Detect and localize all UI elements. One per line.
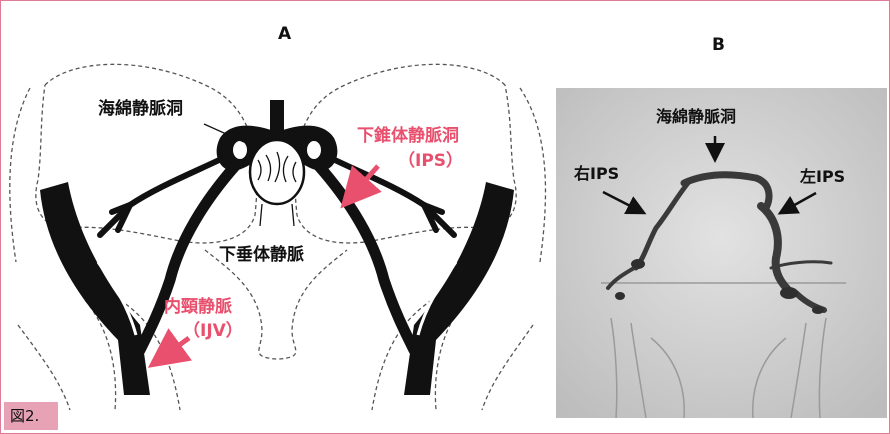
figure-label: 図2. [4, 402, 58, 430]
photo-left-ips-arrow [782, 193, 816, 212]
photo-right-ips-arrow [603, 192, 642, 212]
